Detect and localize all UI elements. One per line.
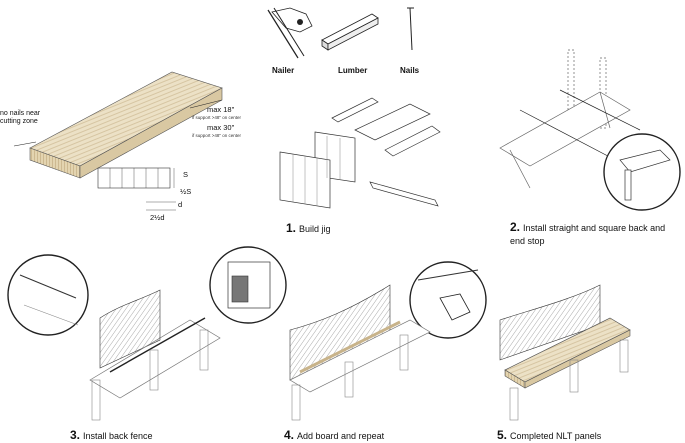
step-5-label: 5.Completed NLT panels [497, 428, 601, 442]
step-5-text: Completed NLT panels [510, 431, 602, 441]
nlt-panel-drawing [13, 71, 223, 179]
step-1-number: 1. [286, 221, 297, 235]
step-5-number: 5. [497, 428, 508, 442]
dim-two-half-d: 2½d [150, 213, 165, 222]
step-4-number: 4. [284, 428, 295, 442]
dim-d: d [178, 200, 183, 209]
step-4-label: 4.Add board and repeat [284, 428, 384, 442]
dim-half-s: ½S [180, 187, 192, 196]
step-2-text: Install straight and square back and end… [510, 223, 666, 246]
add-board-drawing [209, 246, 487, 421]
note-max-18: max 18" [207, 105, 235, 114]
section-detail [97, 167, 176, 211]
step-4-text: Add board and repeat [297, 431, 385, 441]
step-3-number: 3. [70, 428, 81, 442]
detail-circle-step2 [603, 133, 681, 211]
nails-icon [407, 7, 414, 51]
tool-label-nails: Nails [400, 66, 420, 75]
step-2-label: 2.Install straight and square back and e… [510, 221, 670, 248]
jig-parts-drawing [279, 97, 441, 209]
step-2-number: 2. [510, 220, 521, 234]
back-fence-drawing [7, 254, 221, 421]
step-3-label: 3.Install back fence [70, 428, 153, 442]
tool-label-lumber: Lumber [338, 66, 368, 75]
note-max-30: max 30" [207, 123, 235, 132]
step-1-text: Build jig [299, 224, 331, 234]
note-no-nails: no nails near cutting zone [0, 110, 41, 125]
tool-label-nailer: Nailer [272, 66, 295, 75]
dim-s: S [183, 170, 189, 179]
nailer-icon [267, 7, 313, 59]
step-3-text: Install back fence [83, 431, 153, 441]
completed-panel-drawing [499, 284, 631, 421]
step-1-label: 1.Build jig [286, 221, 331, 235]
note-support-1: if support >48" on center [192, 115, 242, 120]
note-support-2: if support >48" on center [192, 133, 242, 138]
lumber-icon [321, 13, 379, 51]
